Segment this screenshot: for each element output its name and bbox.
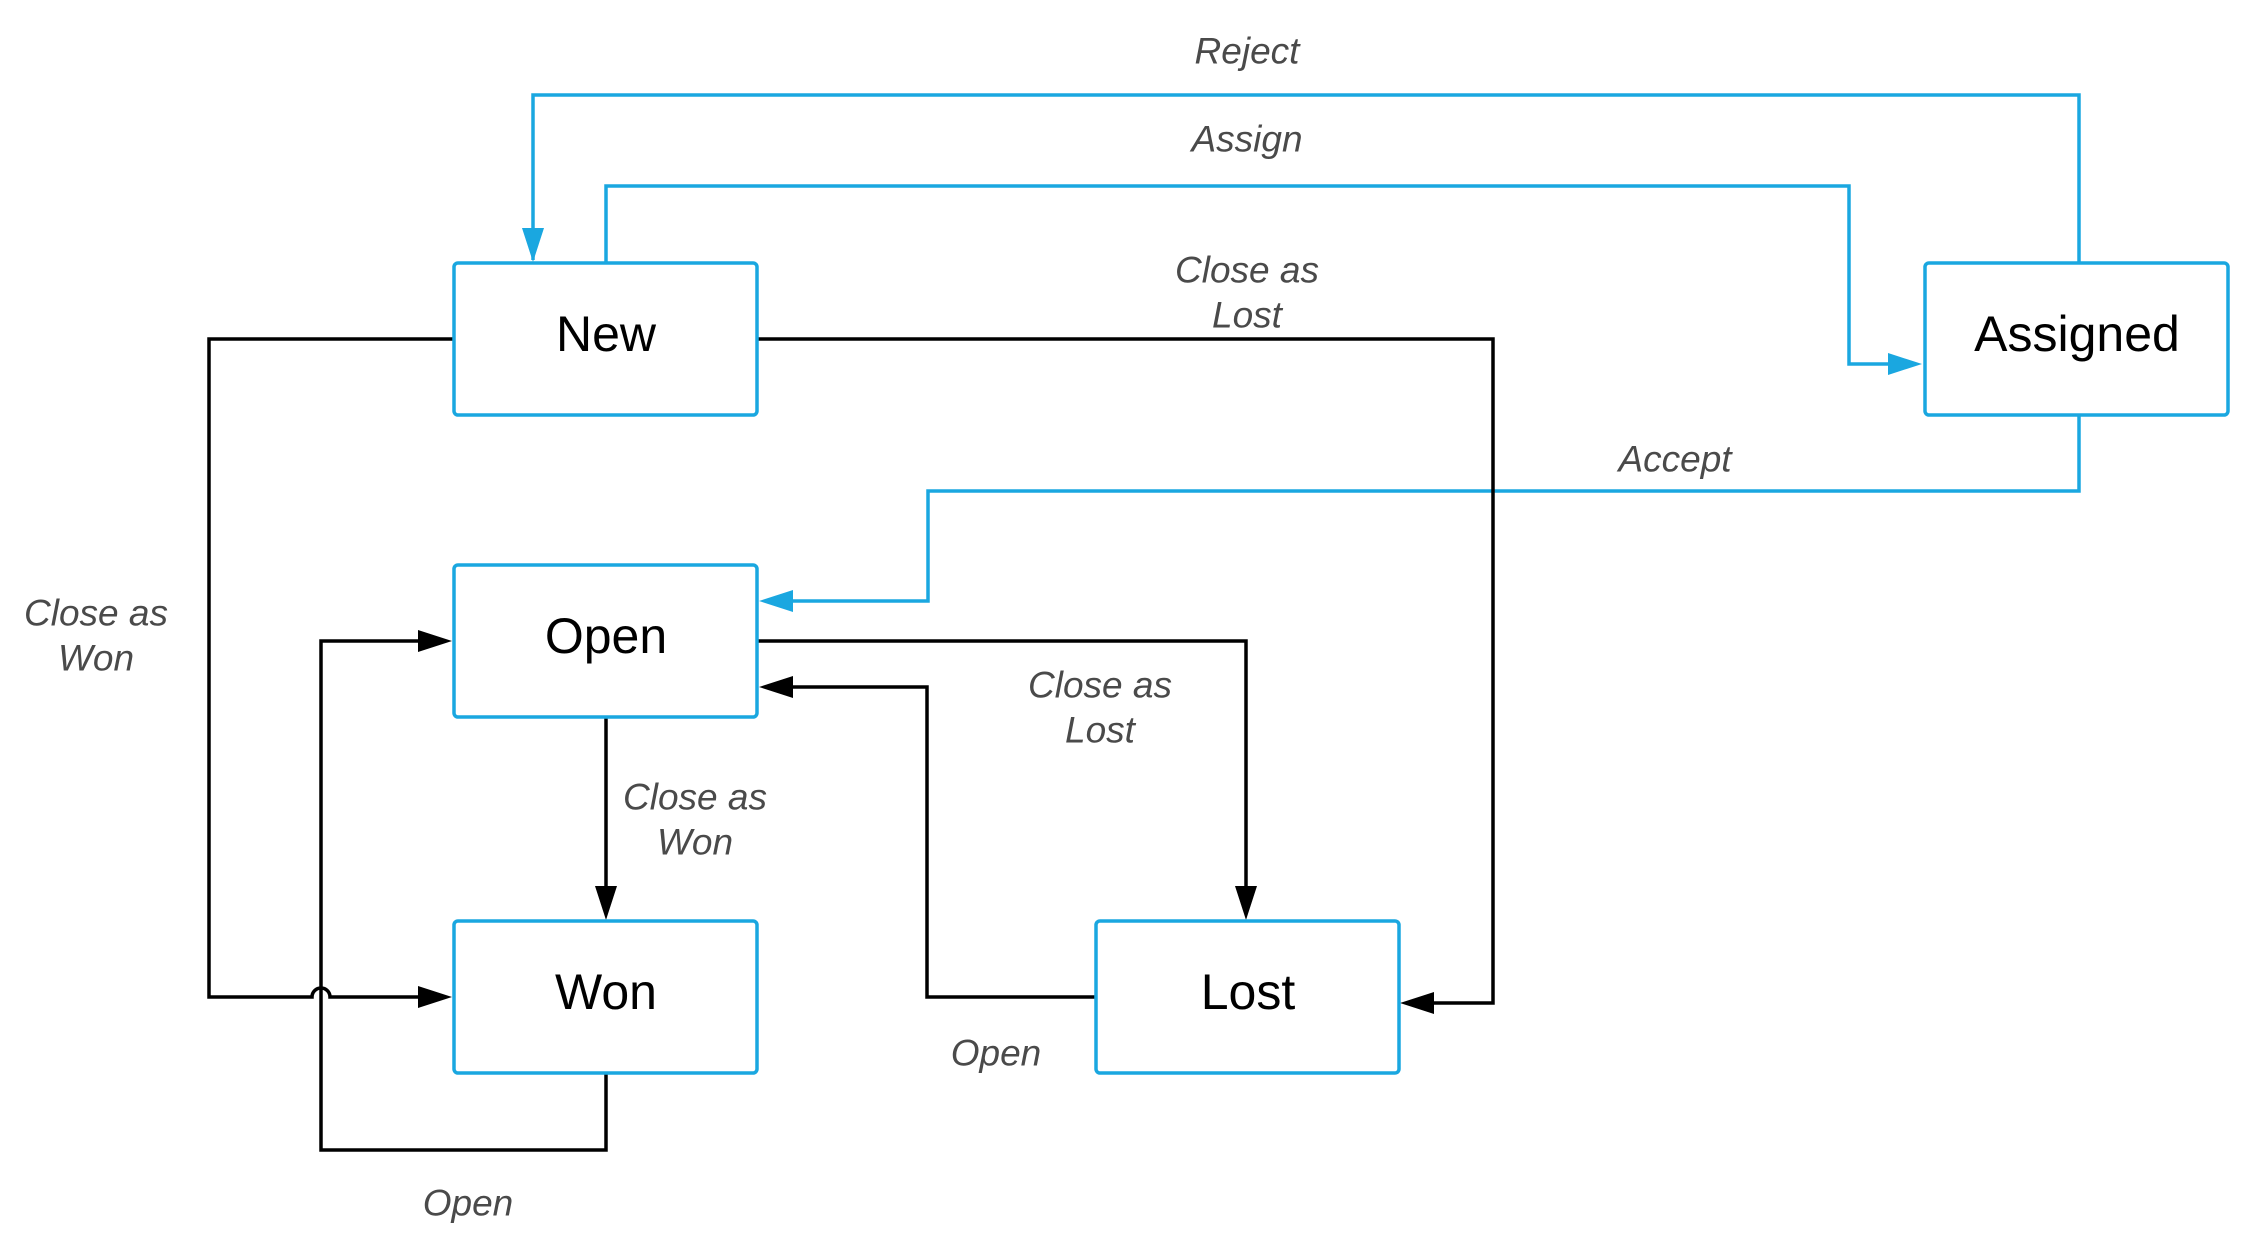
edge-lost-to-open-arrowhead xyxy=(759,676,793,698)
edge-accept xyxy=(790,415,2081,603)
edge-label-open-to-won-line2: Won xyxy=(657,822,733,863)
node-new[interactable]: New xyxy=(452,261,759,417)
edge-open-to-lost-arrowhead xyxy=(1235,886,1257,920)
node-assigned[interactable]: Assigned xyxy=(1923,261,2230,417)
node-lost[interactable]: Lost xyxy=(1094,919,1401,1075)
edge-accept-arrowhead xyxy=(759,590,793,612)
node-won-label: Won xyxy=(555,964,657,1020)
edge-open-to-won-arrowhead xyxy=(595,886,617,920)
node-new-label: New xyxy=(556,306,657,362)
node-lost-label: Lost xyxy=(1201,964,1296,1020)
edge-new-to-lost-arrowhead xyxy=(1400,992,1434,1014)
edge-new-to-won-arrowhead xyxy=(418,986,452,1008)
edge-label-open-to-lost-line1: Close as xyxy=(1028,665,1172,706)
node-open-label: Open xyxy=(545,608,667,664)
node-assigned-label: Assigned xyxy=(1974,306,2180,362)
edge-won-to-open-arrowhead xyxy=(418,630,452,652)
edge-assign-arrowhead xyxy=(1888,353,1922,375)
edge-label-reject: Reject xyxy=(1195,31,1302,72)
edge-label-new-to-won-line1: Close as xyxy=(24,593,168,634)
edge-label-open-to-won-line1: Close as xyxy=(623,777,767,818)
edge-lost-to-open xyxy=(790,685,1096,999)
edge-label-new-to-lost-line2: Lost xyxy=(1212,295,1284,336)
edge-open-to-lost xyxy=(757,639,1248,890)
edge-reject xyxy=(531,93,2081,263)
edge-new-to-lost xyxy=(757,337,1495,1005)
node-won[interactable]: Won xyxy=(452,919,759,1075)
edge-label-open-to-lost-line2: Lost xyxy=(1065,710,1137,751)
edge-reject-arrowhead xyxy=(522,228,544,262)
edge-label-new-to-won-line2: Won xyxy=(58,638,134,679)
edge-label-accept: Accept xyxy=(1616,439,1733,480)
node-open[interactable]: Open xyxy=(452,563,759,719)
edge-label-lost-to-open: Open xyxy=(951,1033,1042,1074)
edge-assign xyxy=(604,184,1890,366)
edge-label-won-to-open: Open xyxy=(423,1183,514,1224)
edge-label-assign: Assign xyxy=(1189,119,1302,160)
edge-new-to-won xyxy=(207,337,454,999)
edge-label-new-to-lost-line1: Close as xyxy=(1175,250,1319,291)
edge-won-to-open xyxy=(319,639,608,1152)
